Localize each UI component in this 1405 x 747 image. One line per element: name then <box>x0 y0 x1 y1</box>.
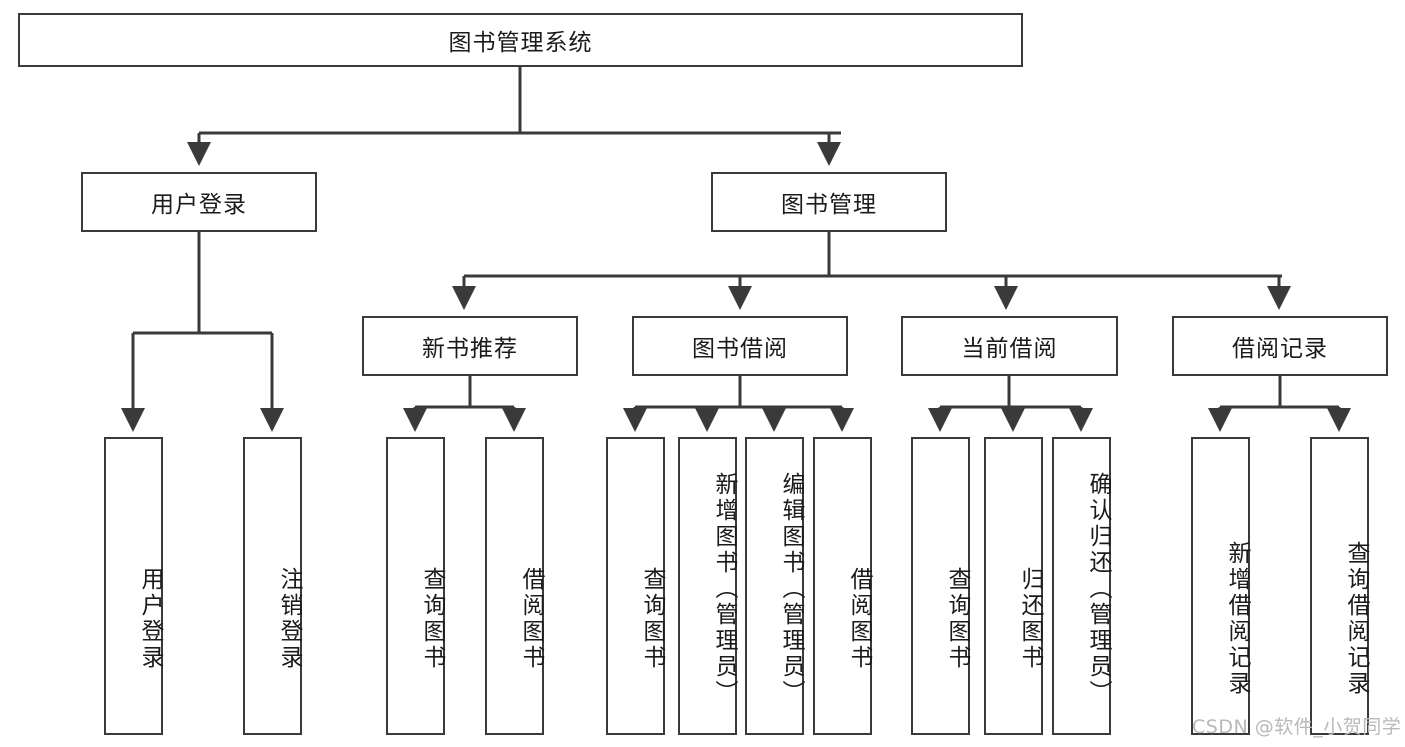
leaf-node-label: 注销登录 <box>276 567 302 671</box>
leaf-node[interactable]: 确认归还（管理员） <box>1052 437 1111 735</box>
node-borrow-record-label: 借阅记录 <box>1232 336 1328 362</box>
leaf-node[interactable]: 注销登录 <box>243 437 302 735</box>
leaf-node-label: 新增借阅记录 <box>1224 541 1250 697</box>
leaf-node[interactable]: 编辑图书（管理员） <box>745 437 804 735</box>
leaf-node-label: 借阅图书 <box>846 567 872 671</box>
leaf-node[interactable]: 归还图书 <box>984 437 1043 735</box>
leaf-node-label: 新增图书（管理员） <box>711 472 737 706</box>
node-book-borrow-label: 图书借阅 <box>692 336 788 362</box>
leaf-node-label: 编辑图书（管理员） <box>778 472 804 706</box>
leaf-node[interactable]: 查询图书 <box>606 437 665 735</box>
node-current-borrow-label: 当前借阅 <box>961 336 1058 362</box>
node-book-management-label: 图书管理 <box>781 192 877 218</box>
leaf-node[interactable]: 借阅图书 <box>485 437 544 735</box>
leaf-node[interactable]: 查询图书 <box>386 437 445 735</box>
node-root-label: 图书管理系统 <box>448 30 593 56</box>
leaf-node-label: 查询图书 <box>419 567 445 671</box>
node-current-borrow[interactable]: 当前借阅 <box>901 316 1118 376</box>
leaf-node[interactable]: 用户登录 <box>104 437 163 735</box>
leaf-node-label: 确认归还（管理员） <box>1085 472 1111 706</box>
node-book-management[interactable]: 图书管理 <box>711 172 947 232</box>
node-user-login-label: 用户登录 <box>151 192 247 218</box>
csdn-watermark: CSDN @软件_小贺同学 <box>1192 716 1402 738</box>
leaf-node-label: 借阅图书 <box>518 567 544 671</box>
node-book-borrow[interactable]: 图书借阅 <box>632 316 848 376</box>
leaf-node-label: 查询图书 <box>944 567 970 671</box>
leaf-node[interactable]: 新增图书（管理员） <box>678 437 737 735</box>
node-borrow-record[interactable]: 借阅记录 <box>1172 316 1388 376</box>
leaf-node-label: 查询图书 <box>639 567 665 671</box>
leaf-node[interactable]: 查询图书 <box>911 437 970 735</box>
leaf-node-label: 查询借阅记录 <box>1343 541 1369 697</box>
node-new-book-recommend[interactable]: 新书推荐 <box>362 316 578 376</box>
node-user-login[interactable]: 用户登录 <box>81 172 317 232</box>
leaf-node[interactable]: 新增借阅记录 <box>1191 437 1250 735</box>
leaf-node-label: 归还图书 <box>1017 567 1043 671</box>
leaf-node-label: 用户登录 <box>137 567 163 671</box>
node-root[interactable]: 图书管理系统 <box>18 13 1023 67</box>
leaf-node[interactable]: 查询借阅记录 <box>1310 437 1369 735</box>
node-new-book-recommend-label: 新书推荐 <box>422 336 518 362</box>
leaf-node[interactable]: 借阅图书 <box>813 437 872 735</box>
